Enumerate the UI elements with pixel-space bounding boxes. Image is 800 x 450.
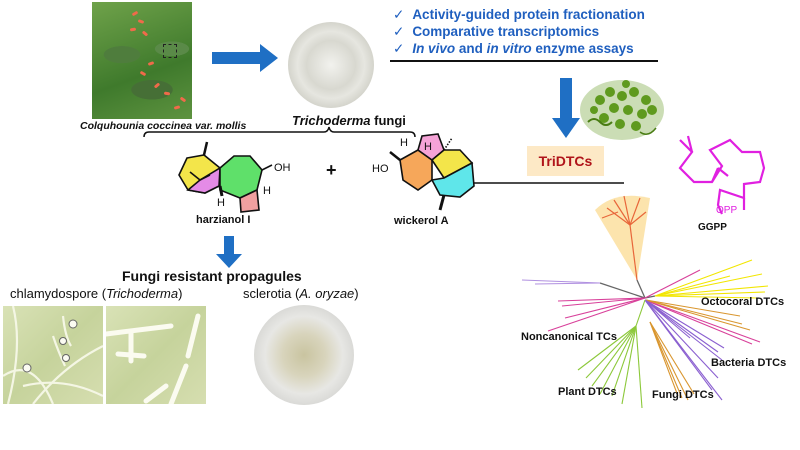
sclerotia-species: A. oryzae (299, 286, 355, 301)
plus-sign: + (326, 160, 337, 180)
tridtcs-label: TriDTCs (527, 146, 604, 176)
bracket (143, 126, 416, 138)
tree-clade-octocoral (654, 259, 769, 299)
chlamydospore-prefix: chlamydospore ( (10, 286, 107, 301)
method-item: ✓ In vivo and in vitro enzyme assays (393, 40, 645, 57)
label-bacteria-dtcs: Bacteria DTCs (711, 357, 787, 369)
sclerotia-prefix: sclerotia ( (243, 286, 300, 301)
ggpp-structure (678, 135, 766, 215)
methods-checklist: ✓ Activity-guided protein fractionation ✓… (393, 6, 645, 57)
trichoderma-petri-dish (288, 22, 374, 108)
check-icon: ✓ (393, 7, 405, 22)
chlamydospore-label: chlamydospore (Trichoderma) (10, 286, 182, 301)
method-text: enzyme assays (531, 41, 634, 56)
protein-structure-icon (580, 80, 664, 140)
ggpp-name: GGPP (698, 222, 727, 233)
wickerol-h2: H (424, 141, 432, 153)
selection-box (163, 44, 177, 58)
sclerotia-label: sclerotia (A. oryzae) (243, 286, 359, 301)
arrow-down-to-propagules (216, 236, 242, 268)
harzianol-oh: OH (274, 162, 291, 174)
sclerotia-petri-dish (254, 305, 354, 405)
tree-highlight (595, 195, 650, 280)
sclerotia-suffix: ) (354, 286, 359, 301)
hyphae-image (3, 306, 103, 404)
method-item: ✓ Comparative transcriptomics (393, 23, 645, 40)
fungi-genus: Trichoderma (292, 113, 371, 128)
fungi-label: Trichoderma fungi (292, 113, 406, 128)
label-noncanonical-tcs: Noncanonical TCs (521, 331, 617, 343)
checklist-underline (390, 60, 658, 62)
method-text-italic: in vitro (486, 41, 532, 56)
arrow-down-to-tridtcs (552, 78, 580, 138)
wickerol-structure (389, 133, 475, 211)
method-text: and (455, 41, 487, 56)
tree-clade-plant (577, 299, 646, 409)
arrow-plant-to-fungi (212, 44, 278, 72)
ggpp-opp: OPP (716, 205, 738, 216)
method-text: Activity-guided protein fractionation (412, 7, 645, 22)
label-fungi-dtcs: Fungi DTCs (652, 389, 714, 401)
harzianol-structure (178, 141, 273, 213)
check-icon: ✓ (393, 41, 405, 56)
chlamydospore-micrograph-1 (3, 306, 103, 404)
plant-caption: Colquhounia coccinea var. mollis (80, 120, 246, 132)
method-item: ✓ Activity-guided protein fractionation (393, 6, 645, 23)
phylogenetic-tree (521, 195, 769, 409)
plant-photo (92, 2, 192, 119)
propagules-title: Fungi resistant propagules (122, 268, 302, 284)
chlamydospore-micrograph-2 (106, 306, 206, 404)
tree-clade-noncanonical-purple (521, 279, 601, 285)
harzianol-h2: H (263, 185, 271, 197)
tree-clade-bacteria (644, 299, 725, 401)
label-plant-dtcs: Plant DTCs (558, 386, 617, 398)
chlamydospore-suffix: ) (178, 286, 183, 301)
hyphae-image (106, 313, 201, 404)
tree-clade-noncanonical (547, 269, 761, 345)
plant-genus: Colquhounia coccinea (80, 120, 193, 132)
plant-var: var. (194, 120, 214, 132)
tree-clade-fungi (645, 299, 751, 401)
method-text-italic: In vivo (412, 41, 456, 56)
method-text: Comparative transcriptomics (412, 24, 600, 39)
tree-clade-trichoderma (601, 195, 647, 281)
harzianol-name: harzianol I (196, 214, 251, 226)
chlamydospore-genus: Trichoderma (106, 286, 179, 301)
wickerol-h1: H (400, 137, 408, 149)
plant-species: mollis (215, 120, 247, 132)
label-octocoral-dtcs: Octocoral DTCs (701, 296, 785, 308)
wickerol-ho: HO (372, 163, 389, 175)
wickerol-name: wickerol A (394, 215, 449, 227)
fungi-suffix: fungi (370, 113, 406, 128)
check-icon: ✓ (393, 24, 405, 39)
harzianol-h1: H (217, 197, 225, 209)
